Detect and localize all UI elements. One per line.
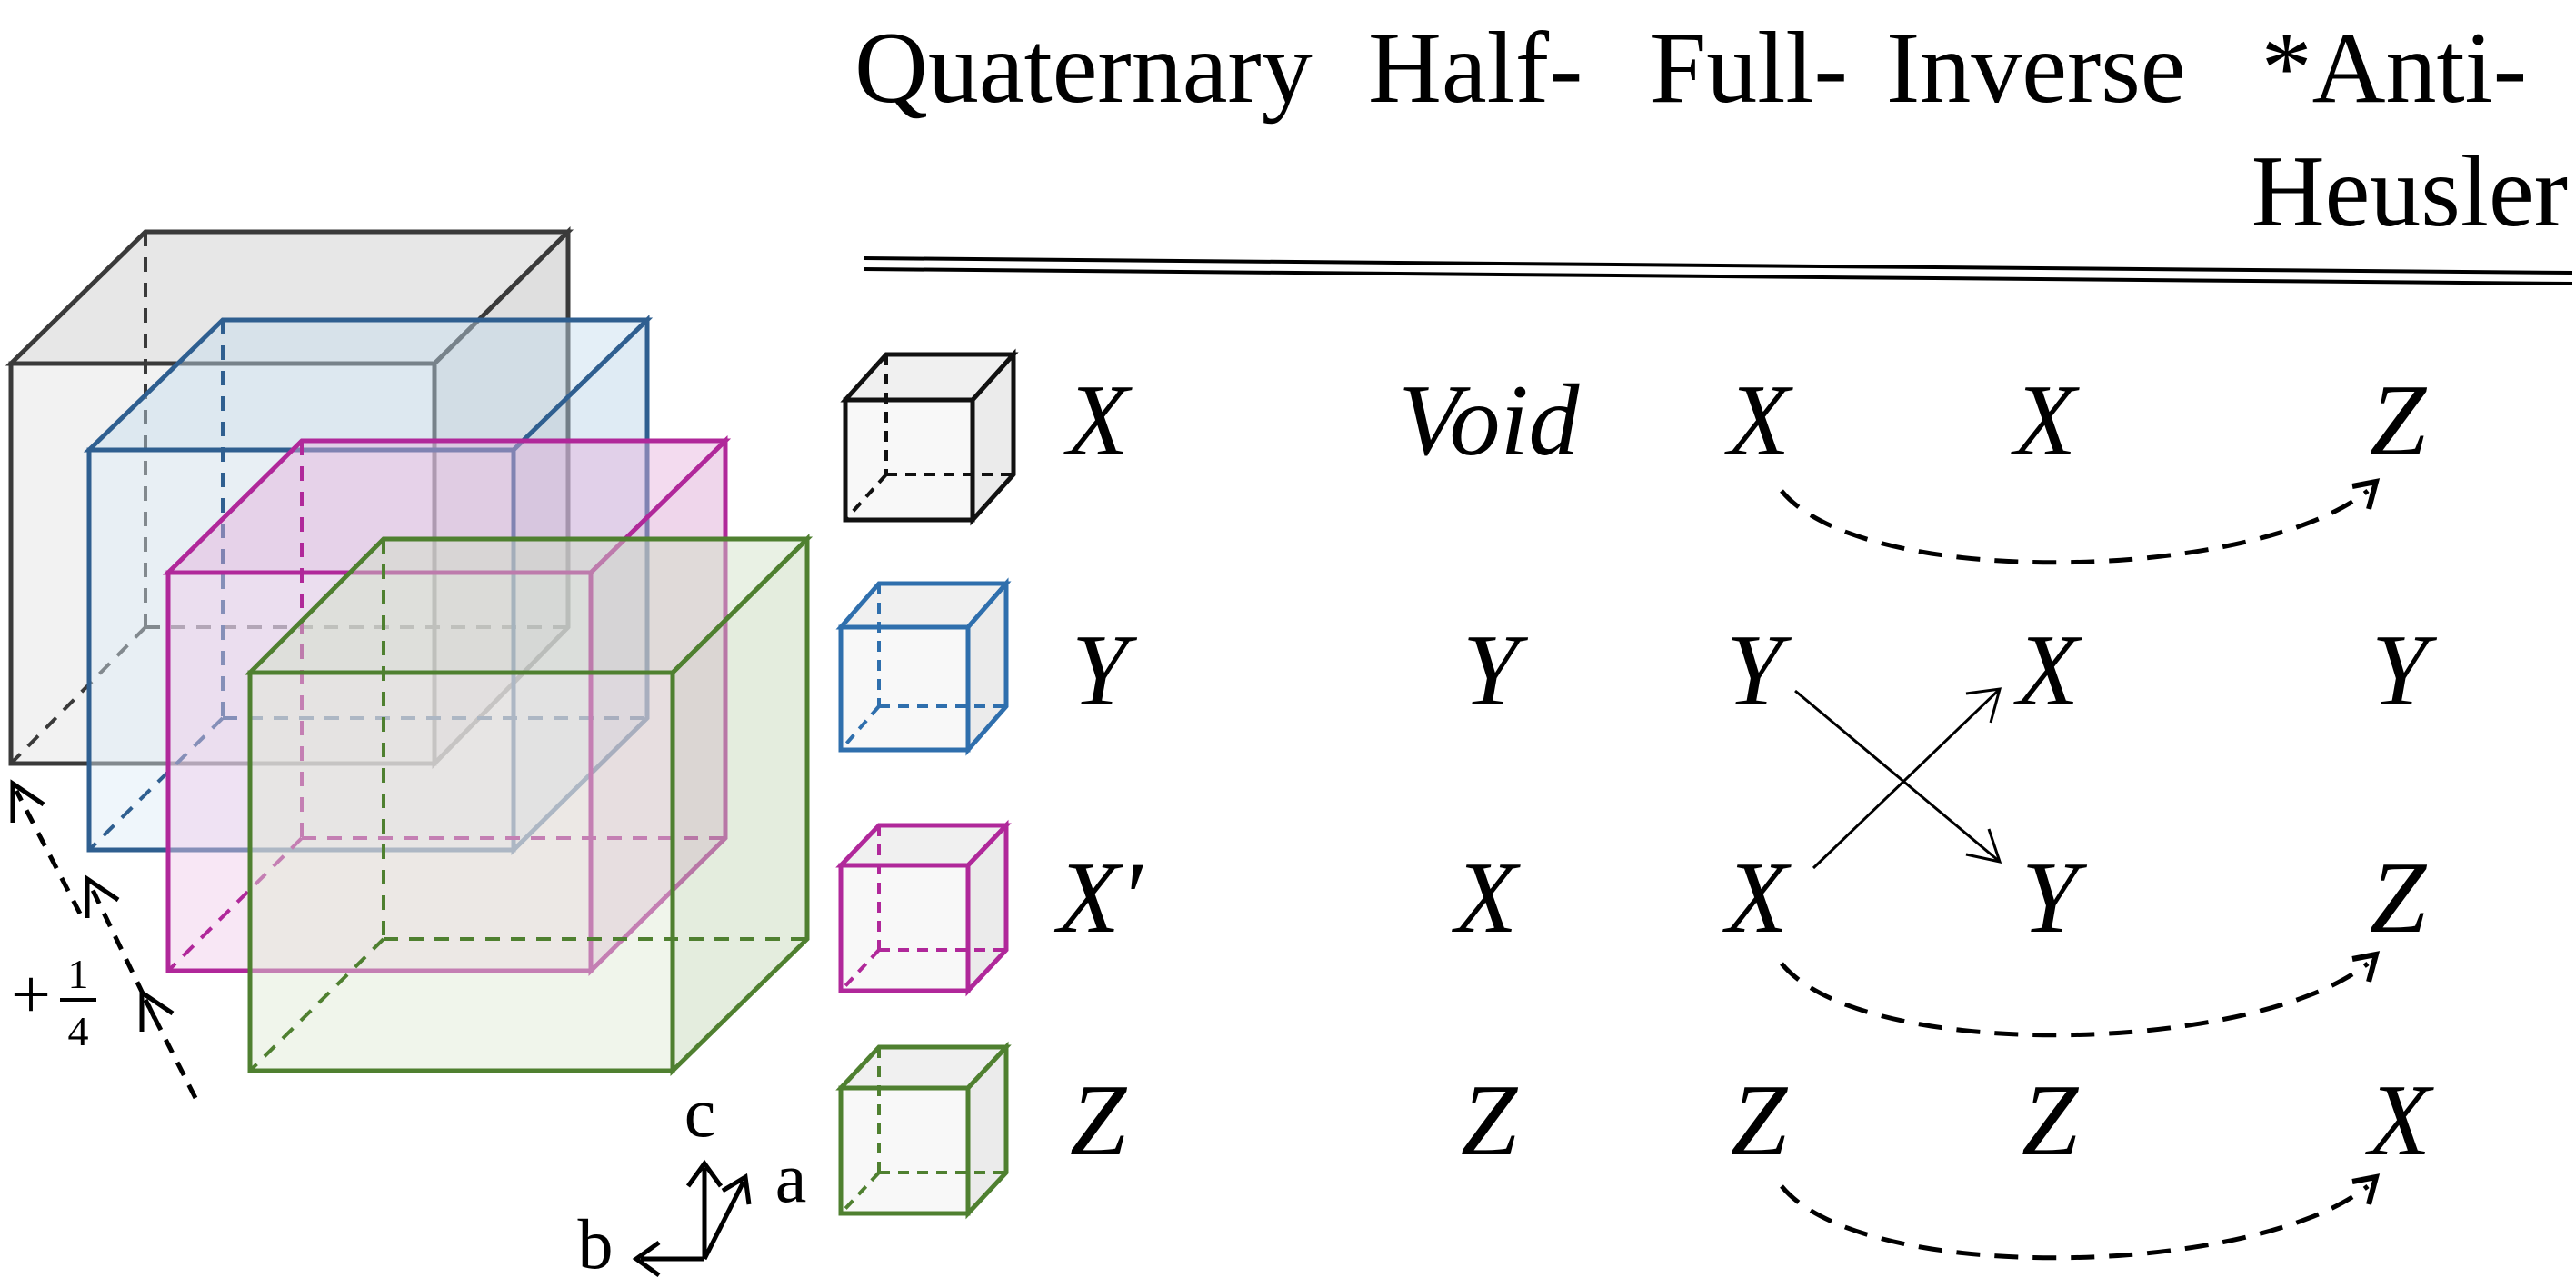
- cell-half: Y: [1463, 614, 1529, 727]
- axis-a-label: a: [775, 1138, 807, 1217]
- cross-arrow-down: [1794, 689, 2001, 864]
- table-row-1: X Void X X Z: [1063, 364, 2428, 477]
- shift-arrows: [10, 779, 198, 1100]
- cell-full: X: [1724, 364, 1794, 477]
- cross-arrow-up: [1812, 687, 2002, 870]
- arrowhead-row3: [2351, 951, 2381, 983]
- cell-full: Z: [1731, 1064, 1789, 1177]
- cell-anti: Z: [2370, 364, 2428, 477]
- header-heusler: Heusler: [2252, 135, 2568, 248]
- header-anti: *Anti-: [2261, 12, 2527, 125]
- cell-inverse: Y: [2022, 842, 2088, 954]
- cell-anti: Z: [2370, 842, 2428, 954]
- shift-sign: +: [11, 954, 51, 1033]
- dashed-arrow-row3: [1780, 962, 2370, 1038]
- cell-full: Y: [1726, 614, 1792, 727]
- table-body: X Void X X Z Y Y Y X Y X′ X X Y Z Z Z Z …: [1054, 364, 2438, 1177]
- row-cube-magenta: [835, 819, 1012, 997]
- cell-quaternary: X′: [1054, 842, 1143, 954]
- cell-anti: Y: [2371, 614, 2438, 727]
- shift-numerator: 1: [68, 951, 89, 997]
- axis-b-label: b: [578, 1204, 614, 1283]
- header-inverse: Inverse: [1886, 12, 2186, 125]
- cell-inverse: Z: [2022, 1064, 2080, 1177]
- header-quaternary: Quaternary: [854, 12, 1313, 125]
- header-rule-bottom: [863, 267, 2573, 285]
- cell-quaternary: Z: [1070, 1064, 1128, 1177]
- arrowhead-row1: [2351, 478, 2381, 510]
- table-row-2: Y Y Y X Y: [1072, 614, 2438, 727]
- arrowhead-row4: [2351, 1173, 2381, 1205]
- cube-site-blue: [83, 315, 654, 855]
- header-half: Half-: [1368, 12, 1583, 125]
- cross-arrowhead-down: [1965, 828, 2002, 864]
- shift-denominator: 4: [68, 1008, 89, 1054]
- row-cube-blue: [835, 577, 1012, 756]
- cell-quaternary: X: [1063, 364, 1133, 477]
- header-rule-top: [863, 256, 2573, 275]
- header-full: Full-: [1650, 12, 1848, 125]
- cell-half: Void: [1398, 364, 1580, 477]
- dashed-arrow-row4: [1780, 1184, 2370, 1261]
- cross-arrowhead-up: [1965, 687, 2002, 724]
- row-cube-green: [835, 1041, 1012, 1220]
- cell-half: Z: [1461, 1064, 1519, 1177]
- cell-half: X: [1452, 842, 1522, 954]
- table-header: Quaternary Half- Full- Inverse *Anti- He…: [854, 12, 2573, 285]
- cell-full: X: [1722, 842, 1792, 954]
- dashed-arrow-row1: [1780, 489, 2370, 565]
- axis-c-label: c: [684, 1073, 716, 1152]
- cube-site-magenta: [162, 435, 732, 976]
- stacked-unit-cells: [5, 226, 814, 1076]
- row-cube-black: [840, 348, 1019, 526]
- table-row-3: X′ X X Y Z: [1054, 842, 2428, 954]
- table-row-4: Z Z Z Z X: [1070, 1064, 2435, 1177]
- cell-anti: X: [2365, 1064, 2435, 1177]
- cell-inverse: X: [2013, 614, 2083, 727]
- axes-indicator: [632, 1159, 752, 1278]
- cell-inverse: X: [2011, 364, 2081, 477]
- cube-site-green: [244, 533, 814, 1076]
- swap-arrows: [1780, 478, 2381, 1261]
- cell-quaternary: Y: [1072, 614, 1138, 727]
- shift-label: + 1 4: [11, 951, 96, 1054]
